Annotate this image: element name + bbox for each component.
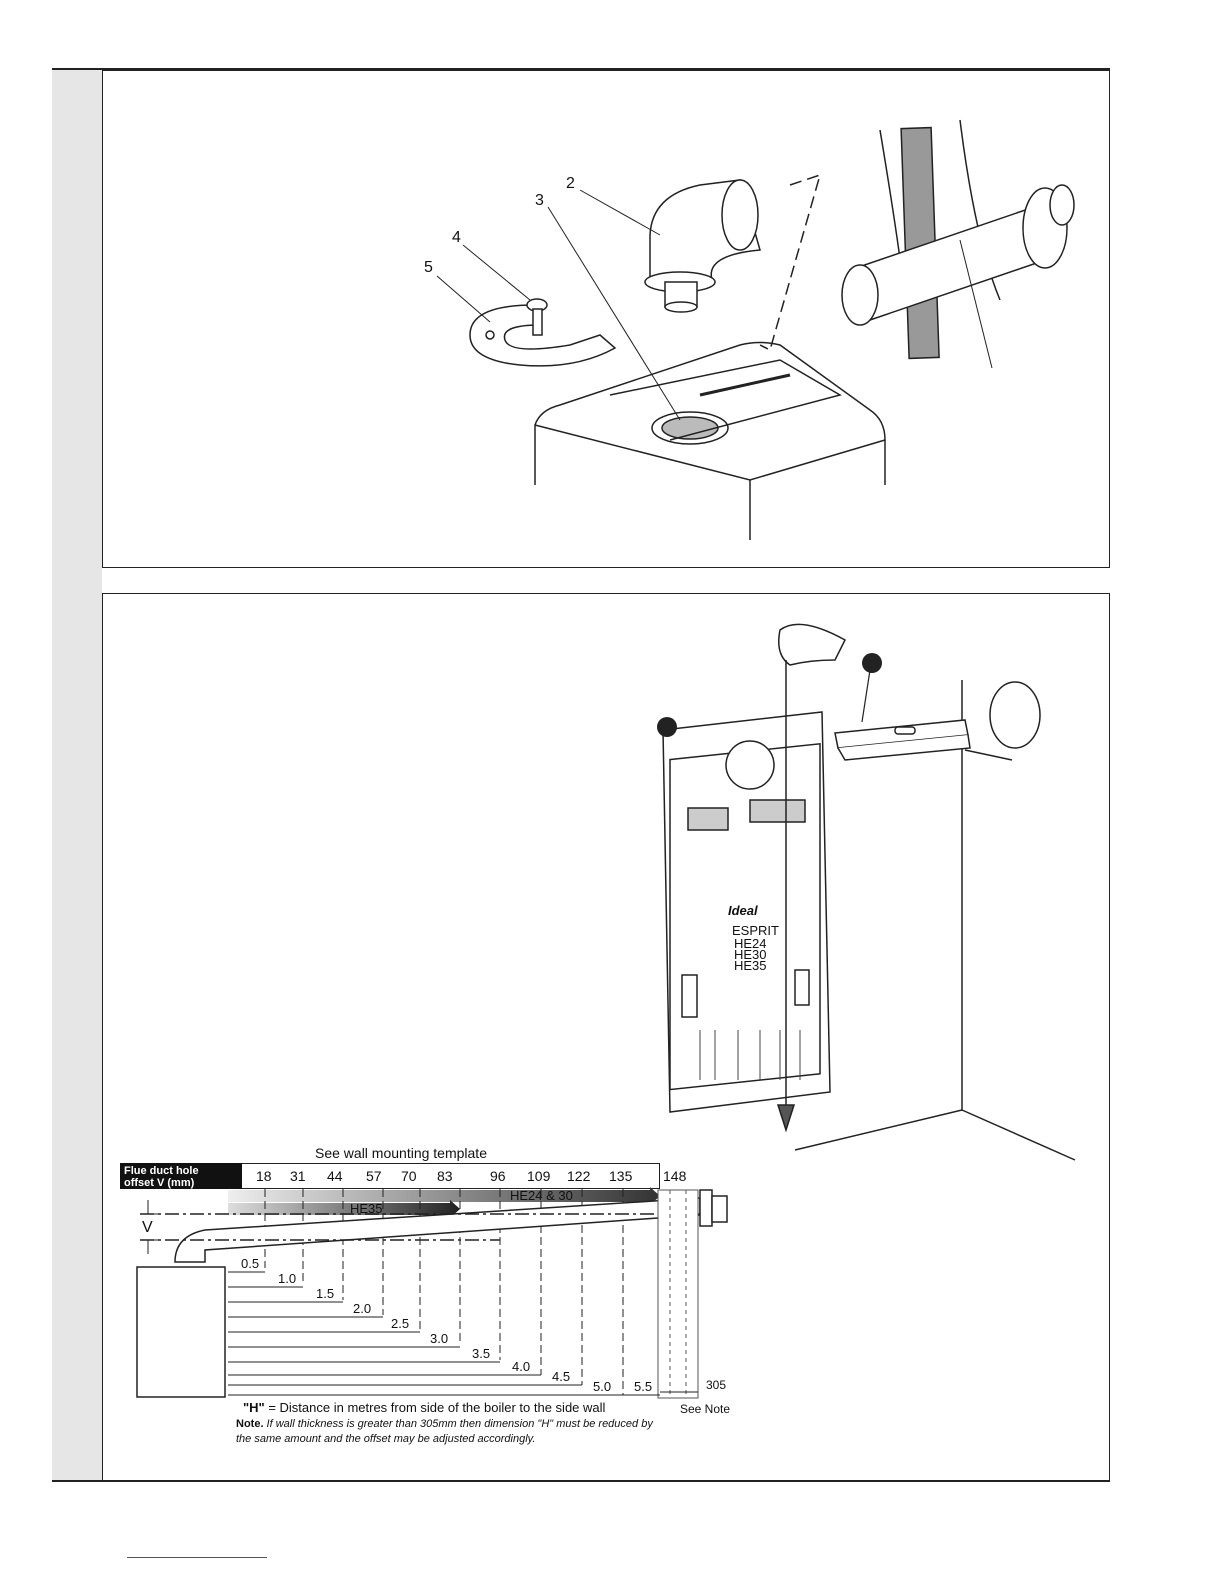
template-variant-2: HE30: [734, 947, 767, 962]
offset-value: 44: [327, 1168, 343, 1184]
callout-2: 2: [566, 175, 575, 192]
panel-flue-assembly: [102, 70, 1110, 568]
h-caption: "H" = Distance in metres from side of th…: [243, 1400, 605, 1415]
level-leader: [861, 669, 871, 723]
distance-label: 3.5: [472, 1346, 490, 1361]
template-fittings: [699, 1030, 801, 1080]
template-brand: Ideal: [728, 903, 758, 918]
callout-leaders: [436, 189, 993, 421]
distance-arrows: [228, 1271, 698, 1396]
template-sheet: [662, 711, 831, 1113]
arrow-he24-30: [228, 1187, 660, 1205]
flue-terminal: [759, 119, 1075, 360]
see-template-caption: See wall mounting template: [315, 1145, 487, 1161]
boiler-side-block: [136, 1266, 226, 1398]
flue-pipe-side: [140, 1189, 728, 1263]
wall-thickness-note: Note. If wall thickness is greater than …: [236, 1417, 656, 1447]
h-caption-text: = Distance in metres from side of the bo…: [264, 1400, 606, 1415]
offset-value: 18: [256, 1168, 272, 1184]
offset-value: 148: [663, 1168, 687, 1184]
offset-table-header: Flue duct hole offset V (mm): [120, 1163, 242, 1189]
offset-value: 96: [490, 1168, 506, 1184]
callout-dot-template: [657, 717, 677, 737]
callout-dot-level: [862, 653, 882, 673]
distance-label: 4.5: [552, 1369, 570, 1384]
template-model: ESPRIT: [732, 923, 779, 938]
arrow-label-he35: HE35: [350, 1201, 383, 1216]
offset-value: 122: [567, 1168, 591, 1184]
v-dimension: [140, 1200, 160, 1254]
room-corner: [794, 680, 1076, 1161]
distance-label: 2.5: [391, 1316, 409, 1331]
distance-label: 3.0: [430, 1331, 448, 1346]
flue-elbow: [644, 179, 761, 313]
callout-3: 3: [535, 192, 544, 209]
offset-value: 31: [290, 1168, 306, 1184]
note-label: Note.: [236, 1418, 264, 1430]
screw: [526, 298, 548, 336]
header-line-2: offset V (mm): [124, 1177, 195, 1189]
see-note-label: See Note: [680, 1402, 731, 1416]
offset-value: 83: [437, 1168, 453, 1184]
distance-label: 1.0: [278, 1271, 296, 1286]
template-variant-1: HE24: [734, 936, 767, 951]
wall-thickness-label: 305: [706, 1378, 727, 1392]
spirit-level: [834, 719, 1013, 761]
offset-value: 109: [527, 1168, 551, 1184]
offset-value: 70: [401, 1168, 417, 1184]
distance-label: 0.5: [241, 1256, 259, 1271]
footer-link-line: [127, 1557, 267, 1558]
distance-label: 2.0: [353, 1301, 371, 1316]
distance-label: 4.0: [512, 1359, 530, 1374]
offset-value: 57: [366, 1168, 382, 1184]
side-wall: [657, 1189, 699, 1399]
note-text: If wall thickness is greater than 305mm …: [236, 1418, 653, 1445]
h-caption-bold: "H": [243, 1400, 265, 1415]
distance-label: 5.5: [634, 1379, 652, 1394]
distance-label: 5.0: [593, 1379, 611, 1394]
bottom-rule: [52, 1480, 1110, 1482]
plumb-line: [776, 623, 846, 1133]
v-label: V: [142, 1219, 153, 1236]
callout-4: 4: [452, 229, 461, 246]
callout-5: 5: [424, 259, 433, 276]
top-rule: [52, 68, 1110, 70]
template-variant-3: HE35: [734, 958, 767, 973]
boiler-casing: [534, 341, 886, 540]
clamp-ring: [469, 304, 617, 367]
distance-label: 1.5: [316, 1286, 334, 1301]
side-strip: [52, 70, 102, 1482]
header-line-1: Flue duct hole: [124, 1165, 199, 1177]
offset-value: 135: [609, 1168, 633, 1184]
